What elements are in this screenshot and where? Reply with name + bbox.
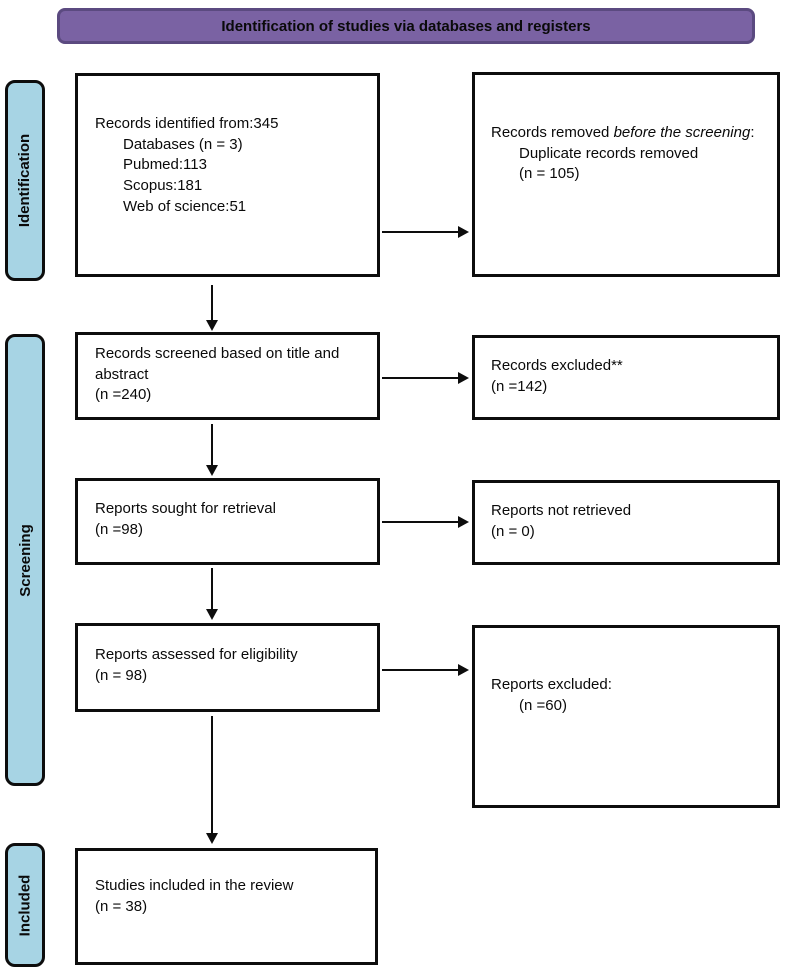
box-records-removed-line: (n = 105)	[519, 165, 580, 183]
box-records-removed-line: Duplicate records removed	[519, 144, 699, 162]
box-records-identified-line: Scopus:181	[123, 177, 203, 195]
box-reports-assessed: Reports assessed for eligibility (n = 98…	[75, 623, 380, 712]
box-reports-not-retrieved-line: (n = 0)	[491, 522, 535, 540]
records-removed-text: Records removed	[491, 124, 614, 141]
box-studies-included-line: Studies included in the review	[95, 877, 294, 894]
box-records-identified-line: Records identified from:345	[95, 115, 279, 132]
box-reports-sought-line: (n =98)	[95, 520, 143, 538]
box-studies-included-line: (n = 38)	[95, 897, 148, 915]
stage-label-included: Included	[5, 843, 45, 967]
box-records-excluded-line: (n =142)	[491, 377, 548, 395]
box-reports-assessed-line: Reports assessed for eligibility	[95, 646, 298, 663]
box-records-removed-heading: Records removed before the screening:	[491, 123, 763, 144]
banner-title: Identification of studies via databases …	[221, 17, 591, 35]
box-records-removed: Records removed before the screening: Du…	[472, 72, 780, 277]
box-records-identified-line: Pubmed:113	[123, 156, 207, 174]
box-records-excluded-line: Records excluded**	[491, 357, 623, 374]
stage-label-included-text: Included	[16, 874, 34, 936]
records-removed-colon: :	[750, 124, 755, 141]
box-records-screened-line: Records screened based on title and abst…	[95, 345, 340, 383]
box-studies-included: Studies included in the review (n = 38)	[75, 848, 378, 965]
box-reports-not-retrieved-line: Reports not retrieved	[491, 502, 632, 519]
box-reports-not-retrieved: Reports not retrieved (n = 0)	[472, 480, 780, 565]
stage-label-identification-text: Identification	[16, 133, 34, 228]
box-records-identified-line: Web of science:51	[123, 197, 247, 215]
records-removed-italic-text: before the screening	[613, 124, 751, 141]
stage-label-identification: Identification	[5, 80, 45, 281]
box-records-screened: Records screened based on title and abst…	[75, 332, 380, 420]
stage-label-screening: Screening	[5, 334, 45, 786]
box-records-identified: Records identified from:345 Databases (n…	[75, 73, 380, 277]
box-reports-assessed-line: (n = 98)	[95, 666, 148, 684]
stage-label-screening-text: Screening	[16, 523, 34, 597]
box-records-identified-line: Databases (n = 3)	[123, 135, 243, 153]
box-reports-excluded-line: (n =60)	[519, 696, 567, 714]
banner-identification-via-databases: Identification of studies via databases …	[57, 8, 755, 44]
box-reports-sought-line: Reports sought for retrieval	[95, 500, 276, 517]
box-reports-sought: Reports sought for retrieval (n =98)	[75, 478, 380, 565]
box-reports-excluded: Reports excluded: (n =60)	[472, 625, 780, 808]
box-reports-excluded-line: Reports excluded:	[491, 676, 612, 693]
box-records-excluded: Records excluded** (n =142)	[472, 335, 780, 420]
box-records-screened-line: (n =240)	[95, 386, 152, 404]
